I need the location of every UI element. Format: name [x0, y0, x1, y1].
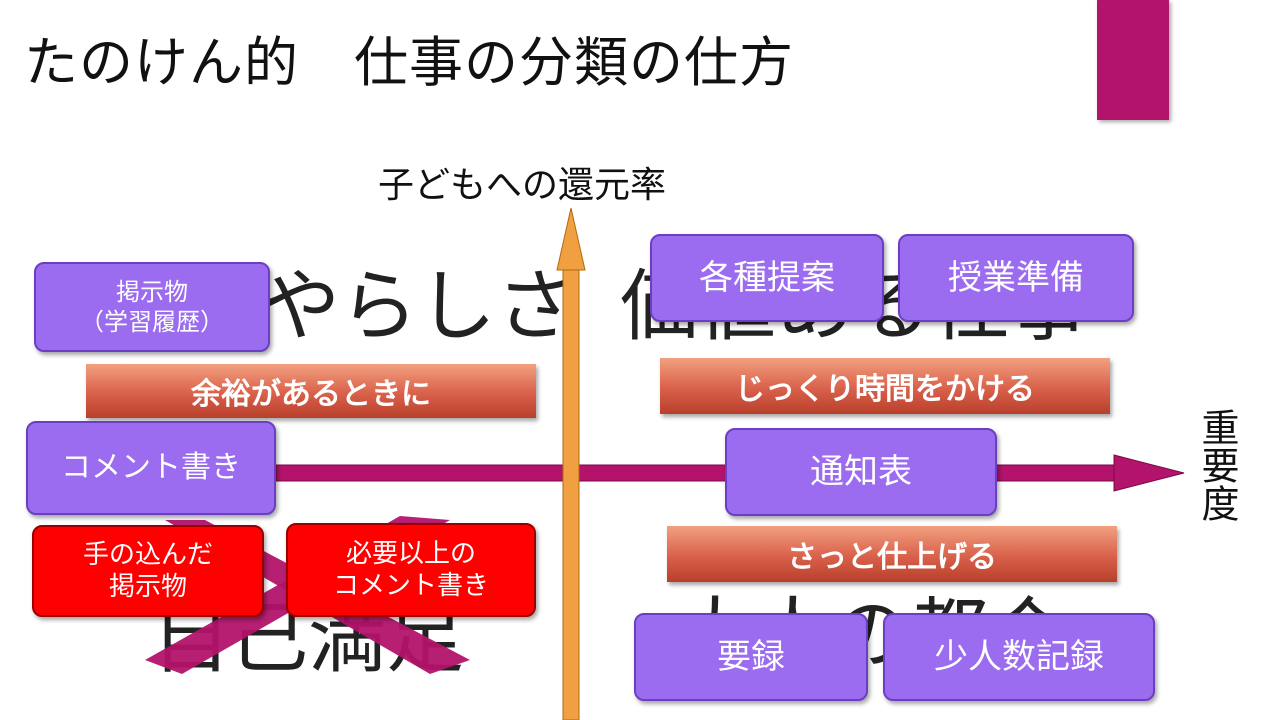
- card-class-prep: 授業準備: [898, 234, 1134, 322]
- card-small-group-record: 少人数記録: [883, 613, 1155, 701]
- card-proposals: 各種提案: [650, 234, 884, 322]
- slide-title: たのけん的 仕事の分類の仕方: [24, 31, 794, 94]
- horizontal-axis-label: 重要度: [1195, 408, 1239, 522]
- card-report-card: 通知表: [725, 428, 997, 516]
- horizontal-axis-arrowhead: [1113, 454, 1185, 492]
- quadrant-label-top-left: やらしさ: [262, 262, 575, 352]
- card-elaborate-bulletin: 手の込んだ 掲示物: [32, 525, 264, 617]
- card-comment: コメント書き: [26, 421, 276, 515]
- vertical-axis-label: 子どもへの還元率: [378, 165, 667, 206]
- vertical-axis-arrowhead: [556, 207, 586, 271]
- vertical-axis-shaft: [562, 267, 580, 720]
- accent-bar: [1097, 0, 1169, 120]
- card-excess-comment: 必要以上の コメント書き: [286, 523, 536, 617]
- card-bulletin-history: 掲示物 （学習履歴）: [34, 262, 270, 352]
- band-bottom-right: さっと仕上げる: [667, 526, 1117, 582]
- band-top-left: 余裕があるときに: [86, 364, 536, 418]
- band-top-right: じっくり時間をかける: [660, 358, 1110, 414]
- card-summary-record: 要録: [634, 613, 868, 701]
